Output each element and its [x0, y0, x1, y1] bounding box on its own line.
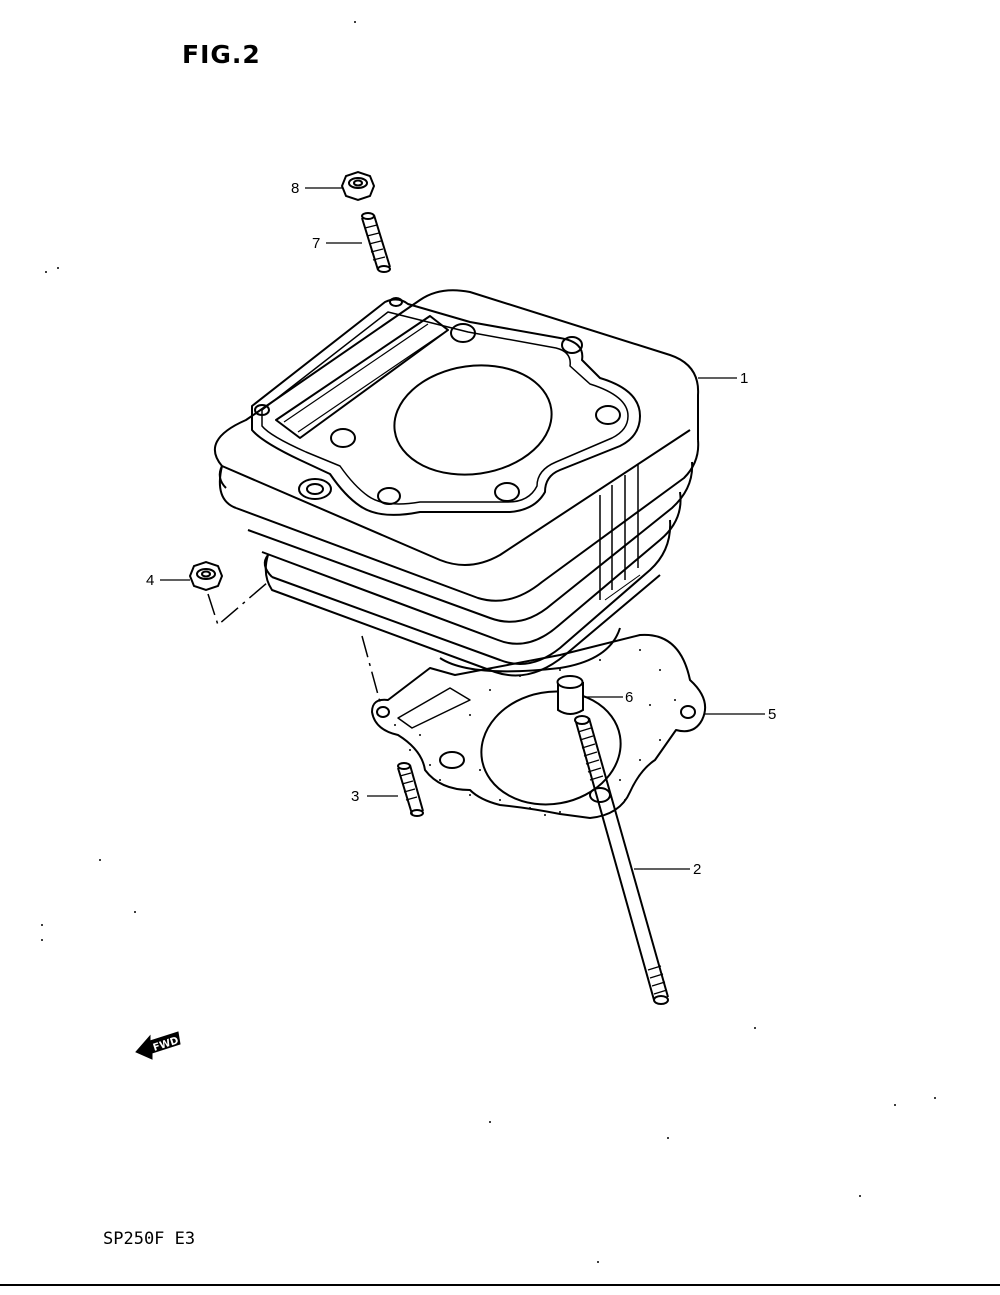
callout-1: 1	[740, 370, 748, 387]
short-stud-part-3	[397, 762, 424, 817]
dowel-pin-part-6	[556, 675, 584, 715]
stud-part-7	[361, 212, 391, 273]
scan-specks	[41, 21, 936, 1263]
callout-3: 3	[351, 788, 359, 805]
assembly-lines	[207, 581, 381, 703]
nut-part-8	[340, 170, 376, 202]
callout-6: 6	[625, 689, 633, 706]
callout-5: 5	[768, 706, 776, 723]
fwd-arrow-icon: FWD	[135, 1031, 181, 1060]
nut-part-4	[188, 560, 224, 592]
leader-lines	[160, 187, 765, 870]
cylinder-base-gasket-part-5	[371, 633, 706, 819]
figure-title: FIG.2	[182, 40, 261, 69]
callout-2: 2	[693, 861, 701, 878]
callout-7: 7	[312, 235, 320, 252]
fwd-label: FWD	[152, 1035, 180, 1054]
callout-4: 4	[146, 572, 154, 589]
model-code: SP250F E3	[103, 1229, 196, 1249]
bottom-rule	[0, 1284, 1000, 1286]
callout-8: 8	[291, 180, 299, 197]
long-stud-part-2	[574, 715, 669, 1005]
cylinder-part-1	[213, 289, 700, 677]
